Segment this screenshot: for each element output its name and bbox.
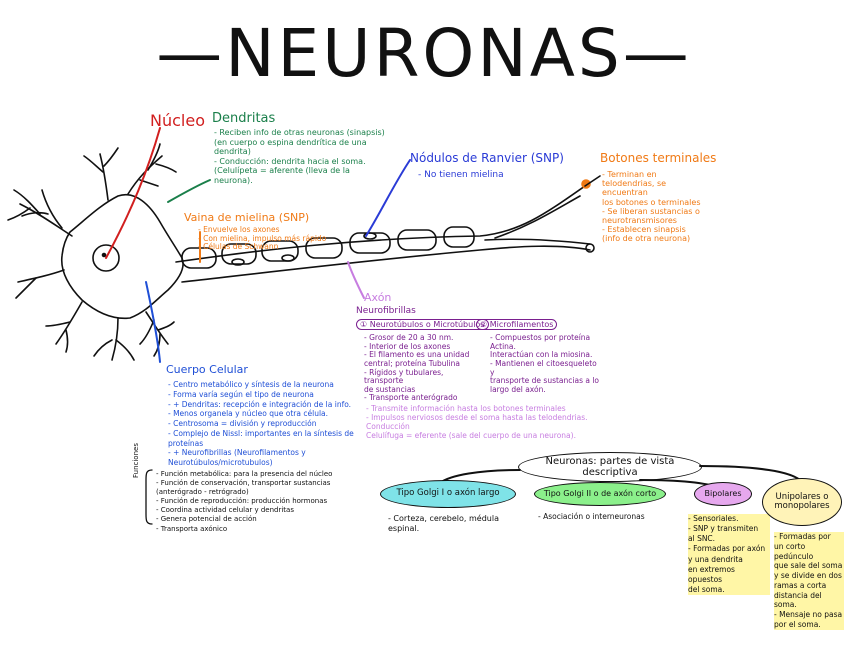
connector-nucleo [105, 127, 161, 259]
microfilamentos-text: ② Microfilamentos [476, 319, 558, 330]
terminal-button-1 [581, 179, 591, 189]
tree-right [699, 465, 801, 481]
funciones-bracket [145, 469, 153, 525]
label-nodulos: Nódulos de Ranvier (SNP) [410, 151, 564, 165]
connector-dendritas [167, 179, 211, 203]
notes-golgi2: - Asociación o interneuronas [538, 512, 645, 521]
label-dendritas: Dendritas [212, 111, 276, 126]
notes-vaina: - Envuelve los axones - Con mielina, imp… [198, 225, 327, 252]
notes-dendritas: - Reciben info de otras neuronas (sinaps… [214, 128, 385, 185]
notes-golgi1: - Corteza, cerebelo, médula espinal. [388, 514, 499, 533]
label-neurofibrillas: Neurofibrillas [356, 306, 416, 316]
connector-nodulos [365, 159, 411, 237]
unipolares-text: Unipolares o monopolares [774, 491, 830, 511]
label-cuerpo: Cuerpo Celular [166, 363, 248, 376]
label-vaina: Vaina de mielina (SNP) [184, 211, 310, 224]
oval-unipolares: Unipolares o monopolares [762, 478, 842, 526]
label-axon: Axón [364, 291, 392, 304]
oval-clasificacion: Neuronas: partes de vista descriptiva [518, 452, 702, 482]
neurotubulos-text: ① Neurotúbulos o Microtúbulos [356, 319, 489, 330]
axon-top-line [175, 185, 586, 263]
notes-axon: - Transmite información hasta los botone… [366, 404, 588, 440]
label-funciones: Funciones [132, 443, 140, 478]
oval-golgi1: Tipo Golgi I o axón largo [380, 480, 516, 508]
notes-nodulos: - No tienen mielina [418, 170, 504, 180]
label-botones: Botones terminales [600, 151, 717, 165]
soma-outline [60, 193, 184, 320]
notes-unipolares: - Formadas por un corto pedúnculo que sa… [774, 532, 844, 630]
notes-neurotubulos: - Grosor de 20 a 30 nm. - Interior de lo… [364, 333, 470, 403]
clasificacion-text: Neuronas: partes de vista descriptiva [545, 456, 675, 478]
notes-bipolares: - Sensoriales. - SNP y transmiten al SNC… [688, 514, 770, 595]
golgi2-text: Tipo Golgi II o de axón corto [543, 488, 657, 498]
label-neurotubulos: ① Neurotúbulos o Microtúbulos [356, 319, 489, 330]
axon-bottom-line [181, 245, 591, 283]
oval-bipolares: Bipolares [694, 482, 752, 506]
label-nucleo: Núcleo [150, 111, 205, 130]
notes-funciones: - Función metabólica: para la presencia … [156, 470, 333, 533]
oval-golgi2: Tipo Golgi II o de axón corto [534, 482, 666, 506]
notes-microfilamentos: - Compuestos por proteína Actina. Intera… [490, 333, 600, 394]
golgi1-text: Tipo Golgi I o axón largo [396, 488, 500, 499]
notes-cuerpo: - Centro metabólico y síntesis de la neu… [168, 380, 354, 467]
notes-botones: - Terminan en telodendrias, se encuentra… [602, 170, 701, 244]
label-microfilamentos: ② Microfilamentos [476, 319, 558, 330]
page-title: —NEURONAS— [156, 15, 692, 92]
connector-cuerpo [145, 281, 161, 363]
bipolares-text: Bipolares [704, 488, 742, 498]
connector-axon [347, 261, 365, 299]
nucleus [92, 244, 120, 272]
terminal-button-2 [585, 243, 595, 253]
